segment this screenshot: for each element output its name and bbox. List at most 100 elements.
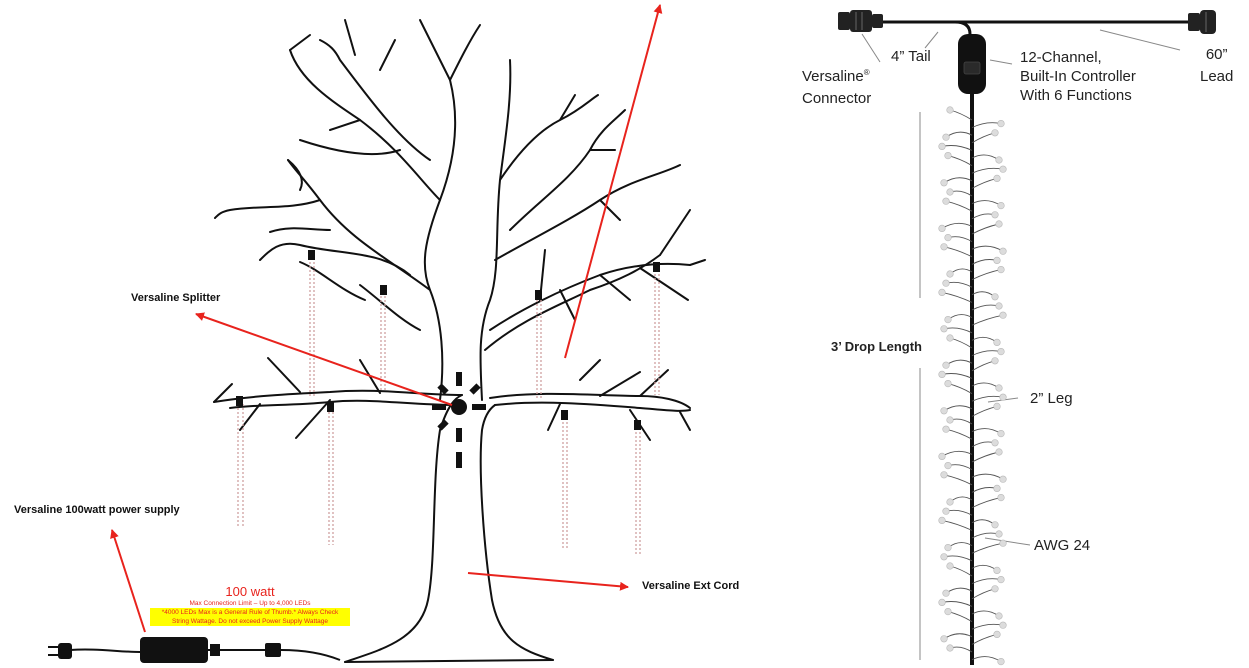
connector-label-line1: Versaline [802, 68, 864, 85]
plug-icon [58, 643, 72, 659]
wattage-label: 100 watt [225, 584, 275, 599]
drop-length-label: 3’ Drop Length [831, 339, 922, 354]
led-leg [971, 336, 998, 343]
arrow-splitter [195, 312, 453, 406]
led-leg [943, 555, 973, 562]
connector-label-line2: Connector [802, 90, 872, 107]
led-node [942, 197, 950, 205]
led-leg [945, 359, 973, 366]
led-node [999, 539, 1007, 547]
led-node [995, 448, 1003, 456]
led-leg [971, 259, 998, 265]
led-node [946, 106, 954, 114]
led-leg [971, 564, 998, 571]
led-node [942, 361, 950, 369]
led-leg [945, 428, 973, 440]
controller-label-line1: 12-Channel, [1020, 49, 1102, 66]
leader-tail [924, 31, 939, 49]
led-node [993, 566, 1001, 575]
versaline-connector-icon [838, 10, 883, 32]
led-leg [943, 405, 973, 412]
lead-label-line1: 60” [1205, 46, 1228, 63]
led-leg [971, 154, 1000, 161]
led-node [995, 384, 1003, 392]
led-node [995, 612, 1003, 620]
led-node [940, 407, 948, 415]
led-node [938, 452, 946, 461]
led-leg [947, 236, 973, 242]
led-node [940, 325, 948, 333]
led-node [942, 425, 950, 433]
led-node [993, 484, 1001, 493]
led-node [946, 270, 954, 278]
led-node [942, 507, 950, 515]
led-leg [943, 246, 973, 258]
led-node [940, 635, 948, 643]
led-leg [945, 281, 973, 288]
led-node [946, 562, 954, 570]
led-node [995, 220, 1003, 228]
led-leg [971, 497, 1002, 509]
led-node [993, 402, 1001, 411]
led-node [938, 224, 946, 232]
led-leg [971, 360, 996, 372]
led-node [991, 357, 999, 365]
ext-cord-label: Versaline Ext Cord [642, 580, 740, 592]
arrow-power-supply [110, 529, 146, 633]
splitter-hub [236, 250, 660, 468]
led-node [997, 575, 1005, 584]
tail-label: 4” Tail [891, 48, 931, 65]
lead-connector-icon [1188, 10, 1216, 34]
led-leg [971, 578, 1002, 585]
led-node [997, 657, 1005, 666]
led-leg [971, 532, 1000, 539]
led-node [938, 598, 946, 607]
led-node [999, 475, 1007, 483]
led-leg [971, 588, 996, 600]
led-leg [971, 487, 998, 493]
led-node [940, 471, 948, 479]
led-leg [971, 350, 1002, 357]
leader-connector [861, 33, 881, 63]
led-node [995, 156, 1003, 164]
led-leg [943, 177, 973, 184]
led-node [995, 302, 1003, 310]
led-node [938, 142, 946, 150]
led-node [940, 243, 948, 251]
led-node [944, 380, 952, 388]
led-leg [949, 565, 973, 577]
wattage-callout: 100 watt Max Connection Limit – Up to 4,… [150, 585, 350, 626]
led-leg [971, 428, 1002, 434]
led-node [938, 288, 946, 297]
led-leg [945, 587, 973, 594]
led-node [944, 316, 952, 324]
awg-label: AWG 24 [1034, 537, 1091, 554]
led-leg [947, 542, 973, 548]
led-leg [947, 155, 973, 166]
led-leg [971, 269, 1002, 281]
led-leg [945, 200, 973, 212]
led-leg [941, 373, 973, 379]
led-leg [941, 222, 973, 229]
led-leg [971, 610, 1000, 617]
led-leg [971, 245, 1004, 252]
led-node [942, 133, 950, 141]
led-leg [971, 314, 1004, 326]
tree-illustration [213, 19, 706, 663]
led-leg [949, 337, 973, 349]
led-node [946, 644, 954, 652]
led-leg [971, 542, 1004, 554]
led-leg [971, 451, 1000, 463]
leader-awg [984, 537, 1031, 546]
led-node [993, 256, 1001, 265]
led-leg [943, 633, 973, 640]
led-leg [941, 601, 973, 607]
led-leg [941, 291, 973, 303]
leg-label: 2” Leg [1030, 390, 1073, 407]
led-leg [971, 167, 1004, 174]
led-node [999, 247, 1007, 255]
note-line2: String Wattage. Do not exceed Power Supp… [150, 617, 350, 626]
registered-mark: ® [863, 68, 870, 77]
led-node [944, 234, 952, 242]
